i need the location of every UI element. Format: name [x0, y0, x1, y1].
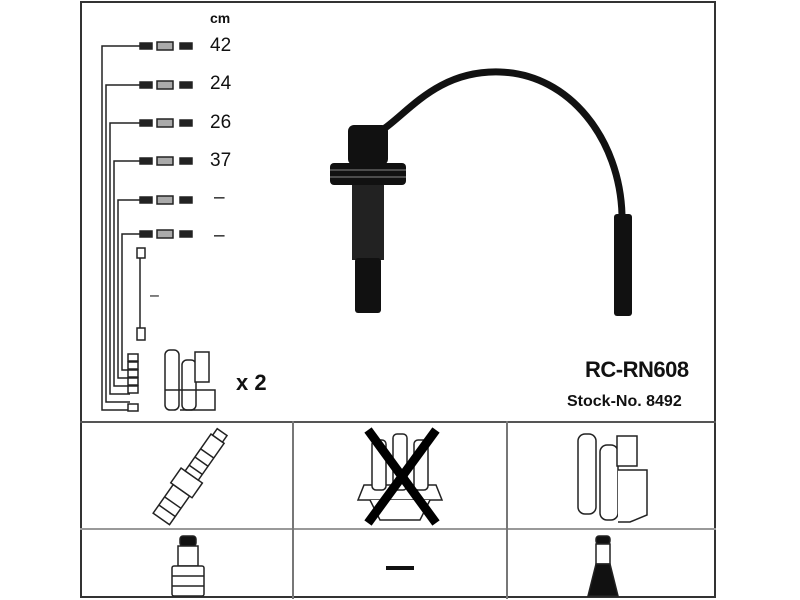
none-dash	[386, 566, 414, 570]
length-label: –	[214, 187, 225, 208]
divider	[292, 421, 294, 599]
stock-number: Stock-No. 8492	[567, 393, 682, 410]
unit-label: cm	[210, 10, 231, 26]
divider	[80, 421, 716, 423]
quantity-label: x 2	[236, 370, 267, 395]
part-number: RC-RN608	[585, 357, 689, 382]
length-label: 24	[210, 73, 232, 94]
ignition-coil-icon	[577, 433, 648, 523]
divider	[80, 528, 716, 530]
coil-boot-icon	[587, 535, 619, 597]
coil-wire-length: –	[150, 287, 159, 304]
plug-boot-icon	[171, 535, 205, 597]
ignition-cable-icon	[330, 68, 632, 316]
divider	[506, 421, 508, 599]
cable-set-icon	[101, 41, 216, 412]
length-label: 37	[210, 150, 232, 171]
length-label: –	[214, 225, 225, 246]
spark-plug-icon	[152, 427, 229, 526]
cross-out-icon	[364, 427, 440, 526]
length-label: 26	[210, 112, 232, 133]
diagram-frame	[80, 1, 716, 598]
length-label: 42	[210, 35, 232, 56]
